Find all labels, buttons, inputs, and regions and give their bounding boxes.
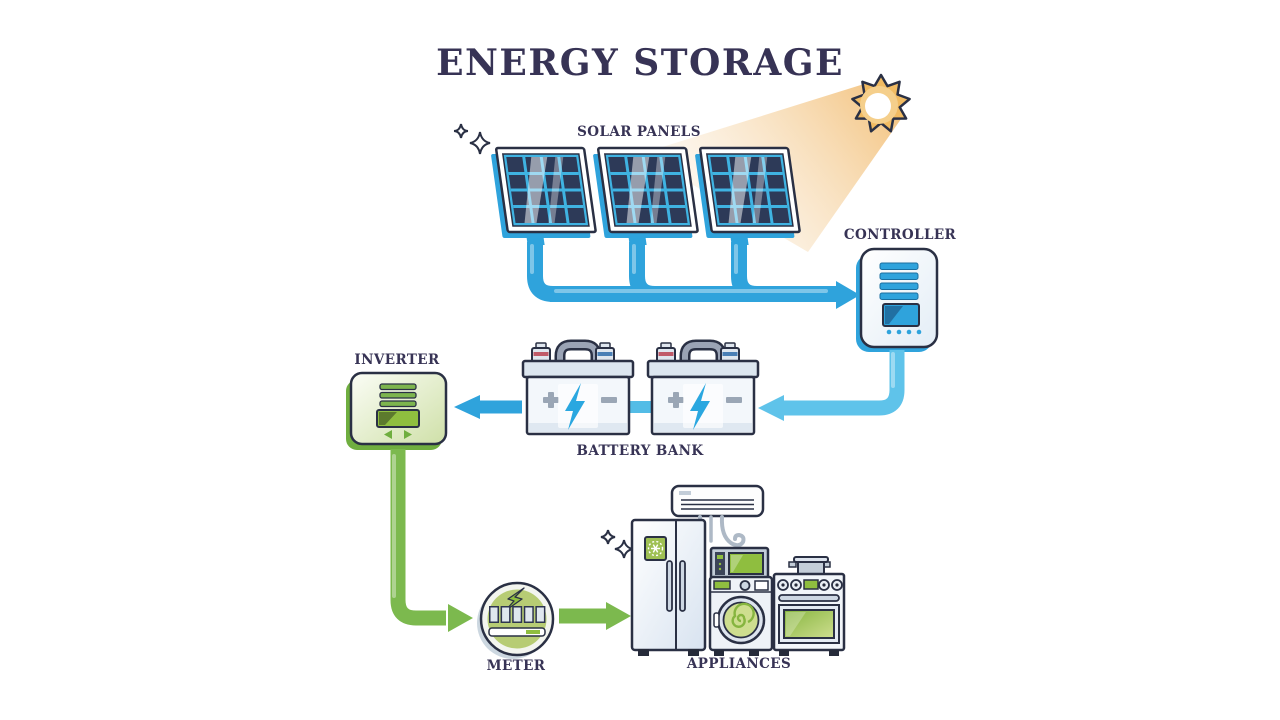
meter	[477, 581, 555, 659]
panel-cables	[527, 242, 860, 309]
microwave	[709, 546, 770, 581]
controller	[856, 247, 939, 352]
label-meter: METER	[486, 658, 546, 674]
inverter-arrow-left-icon	[384, 430, 392, 439]
cable-controller-to-battery	[758, 350, 905, 421]
sparkle-icon	[600, 529, 616, 545]
arrow-to-meter	[448, 604, 473, 632]
inverter-arrow-right-icon	[404, 430, 412, 439]
label-appliances: APPLIANCES	[686, 656, 792, 672]
snowflake-magnet	[644, 536, 667, 561]
drum-spiral	[731, 602, 755, 628]
battery-1	[521, 339, 635, 436]
solar-panel-2	[590, 146, 702, 247]
arrow-to-controller	[836, 281, 860, 309]
pot	[788, 556, 831, 576]
inverter-vents	[379, 383, 417, 408]
arrow-meter-to-appliances	[559, 602, 631, 630]
sparkle-icon	[453, 123, 469, 139]
controller-leds	[886, 329, 922, 335]
sun-icon	[851, 73, 911, 133]
lightning-bolt-icon	[565, 383, 585, 430]
sparkle-icon	[614, 539, 634, 559]
label-battery-bank: BATTERY BANK	[576, 443, 704, 459]
solar-panel-1	[488, 146, 600, 247]
label-controller: CONTROLLER	[843, 227, 957, 243]
arrow-to-battery	[758, 395, 784, 421]
stove	[772, 556, 846, 656]
battery-2	[648, 343, 758, 434]
controller-vents	[879, 262, 919, 300]
washing-machine	[708, 575, 774, 656]
stove-knobs	[777, 579, 843, 591]
controller-screen	[882, 303, 920, 327]
sparkle-icon	[469, 131, 491, 155]
cable-inverter-to-meter	[390, 449, 473, 632]
inverter	[346, 371, 448, 450]
arrow-battery-to-inverter	[454, 395, 522, 419]
battery-link	[627, 401, 654, 413]
page-title: ENERGY STORAGE	[436, 42, 844, 84]
snowflake-icon	[647, 540, 664, 557]
label-solar-panels: SOLAR PANELS	[577, 124, 701, 140]
refrigerator	[630, 518, 707, 656]
label-inverter: INVERTER	[354, 352, 440, 368]
inverter-screen	[376, 409, 420, 428]
solar-panel-3	[692, 146, 804, 247]
meter-digits	[489, 606, 546, 623]
